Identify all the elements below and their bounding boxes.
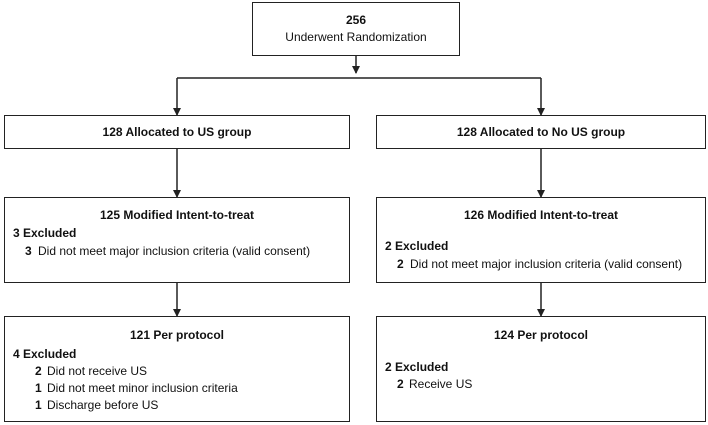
randomization-label: Underwent Randomization: [285, 30, 427, 44]
right-allocated-label: 128 Allocated to No US group: [456, 125, 626, 139]
left-allocated-box: 128 Allocated to US group: [4, 115, 350, 149]
right-mitt-reason-text: Did not meet major inclusion criteria (v…: [410, 257, 683, 271]
left-pp-title: 121 Per protocol: [129, 328, 225, 342]
left-mitt-reason-num: 3: [25, 244, 32, 258]
right-pp-r1-text: Receive US: [409, 377, 473, 391]
randomization-count: 256: [345, 13, 367, 27]
right-pp-r1-num: 2: [397, 377, 404, 391]
left-mitt-excluded: 3 Excluded: [13, 226, 77, 240]
right-mitt-reason-num: 2: [397, 257, 404, 271]
right-pp-excluded: 2 Excluded: [385, 360, 449, 374]
left-mitt-title: 125 Modified Intent-to-treat: [99, 208, 254, 222]
left-mitt-reason-text: Did not meet major inclusion criteria (v…: [38, 244, 311, 258]
right-pp-box: 124 Per protocol 2 Excluded 2 Receive US: [376, 316, 706, 422]
right-pp-title: 124 Per protocol: [493, 328, 589, 342]
left-pp-r2-num: 1: [35, 381, 42, 395]
randomization-box: 256 Underwent Randomization: [252, 2, 460, 56]
left-pp-r1-text: Did not receive US: [47, 364, 148, 378]
right-mitt-title: 126 Modified Intent-to-treat: [463, 208, 618, 222]
right-mitt-excluded: 2 Excluded: [385, 239, 449, 253]
right-allocated-box: 128 Allocated to No US group: [376, 115, 706, 149]
left-pp-r1-num: 2: [35, 364, 42, 378]
left-pp-r2-text: Did not meet minor inclusion criteria: [47, 381, 238, 395]
left-mitt-box: 125 Modified Intent-to-treat 3 Excluded …: [4, 197, 350, 283]
left-pp-r3-text: Discharge before US: [47, 398, 159, 412]
right-mitt-box: 126 Modified Intent-to-treat 2 Excluded …: [376, 197, 706, 283]
left-pp-box: 121 Per protocol 4 Excluded 2 Did not re…: [4, 316, 350, 422]
left-allocated-label: 128 Allocated to US group: [102, 125, 252, 139]
left-pp-excluded: 4 Excluded: [13, 347, 77, 361]
left-pp-r3-num: 1: [35, 398, 42, 412]
